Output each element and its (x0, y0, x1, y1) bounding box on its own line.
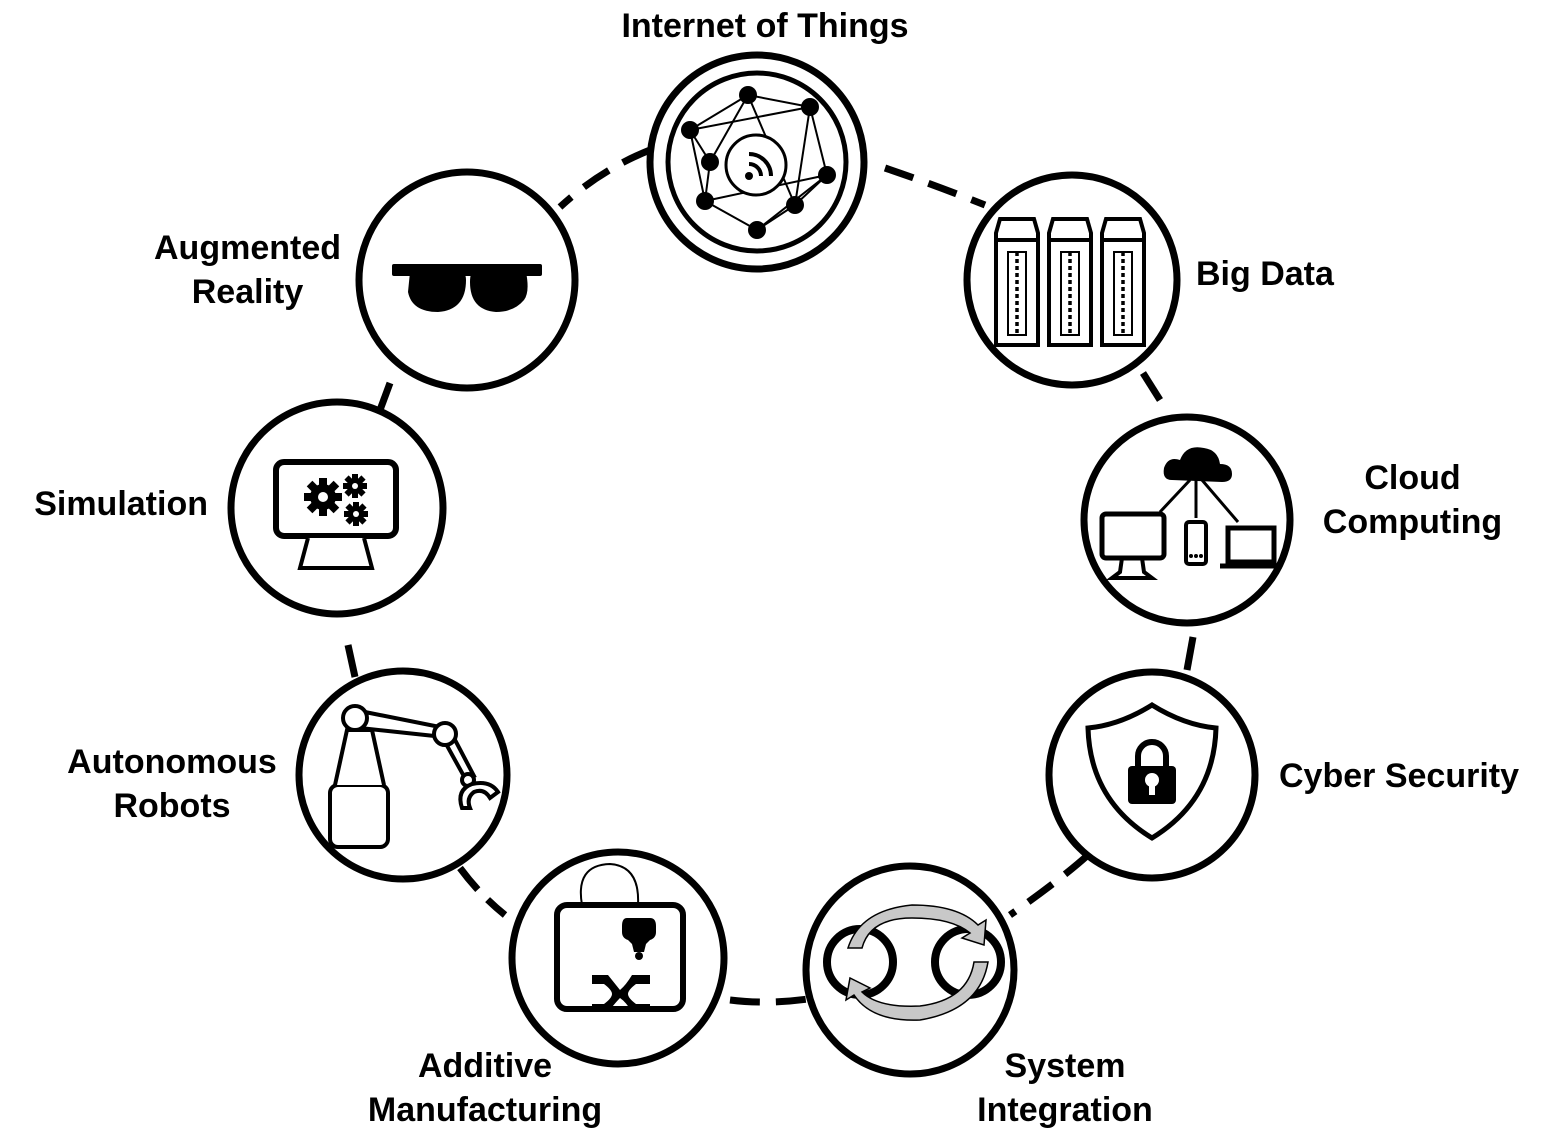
label-system-integration: System Integration (945, 1044, 1185, 1132)
label-additive-manufacturing: Additive Manufacturing (345, 1044, 625, 1132)
robot-arm-icon (328, 704, 501, 849)
sync-arrows-icon (823, 904, 1005, 1021)
monitor-gears-icon (273, 459, 399, 570)
label-line: Internet of Things (621, 7, 909, 45)
shield-lock-icon (1085, 702, 1219, 841)
label-line: Simulation (34, 485, 208, 523)
label-simulation: Simulation (10, 482, 208, 526)
label-cyber-security: Cyber Security (1279, 754, 1519, 798)
node-internet-of-things (646, 51, 868, 273)
node-cloud-computing (1080, 413, 1294, 627)
label-line: Autonomous (67, 743, 277, 781)
cycle-connectors (344, 146, 1197, 1006)
label-augmented-reality: Augmented Reality (135, 226, 360, 314)
label-line: Cyber Security (1279, 757, 1519, 795)
server-racks-icon (994, 217, 1146, 347)
iot-network-icon (681, 86, 836, 239)
label-cloud-computing: Cloud Computing (1300, 456, 1525, 544)
label-line: Manufacturing (367, 1091, 603, 1129)
node-big-data (963, 171, 1181, 389)
label-line: System (1004, 1047, 1126, 1085)
label-line: Augmented (154, 229, 341, 267)
label-line: Integration (977, 1091, 1153, 1129)
label-autonomous-robots: Autonomous Robots (52, 740, 292, 828)
node-cyber-security (1045, 668, 1259, 882)
label-line: Big Data (1196, 255, 1334, 293)
cloud-devices-icon (1099, 447, 1282, 580)
label-line: Robots (113, 787, 231, 825)
3d-printer-icon (554, 862, 686, 1012)
node-additive-manufacturing (508, 848, 728, 1068)
node-autonomous-robots (295, 667, 511, 883)
label-big-data: Big Data (1196, 252, 1334, 296)
ar-glasses-icon (392, 264, 542, 312)
node-simulation (227, 398, 447, 618)
label-line: Reality (191, 273, 304, 311)
label-line: Cloud (1364, 459, 1461, 497)
label-internet-of-things: Internet of Things (565, 4, 965, 48)
label-line: Computing (1322, 503, 1503, 541)
node-system-integration (802, 862, 1018, 1078)
label-line: Additive (417, 1047, 553, 1085)
node-augmented-reality (355, 168, 579, 392)
